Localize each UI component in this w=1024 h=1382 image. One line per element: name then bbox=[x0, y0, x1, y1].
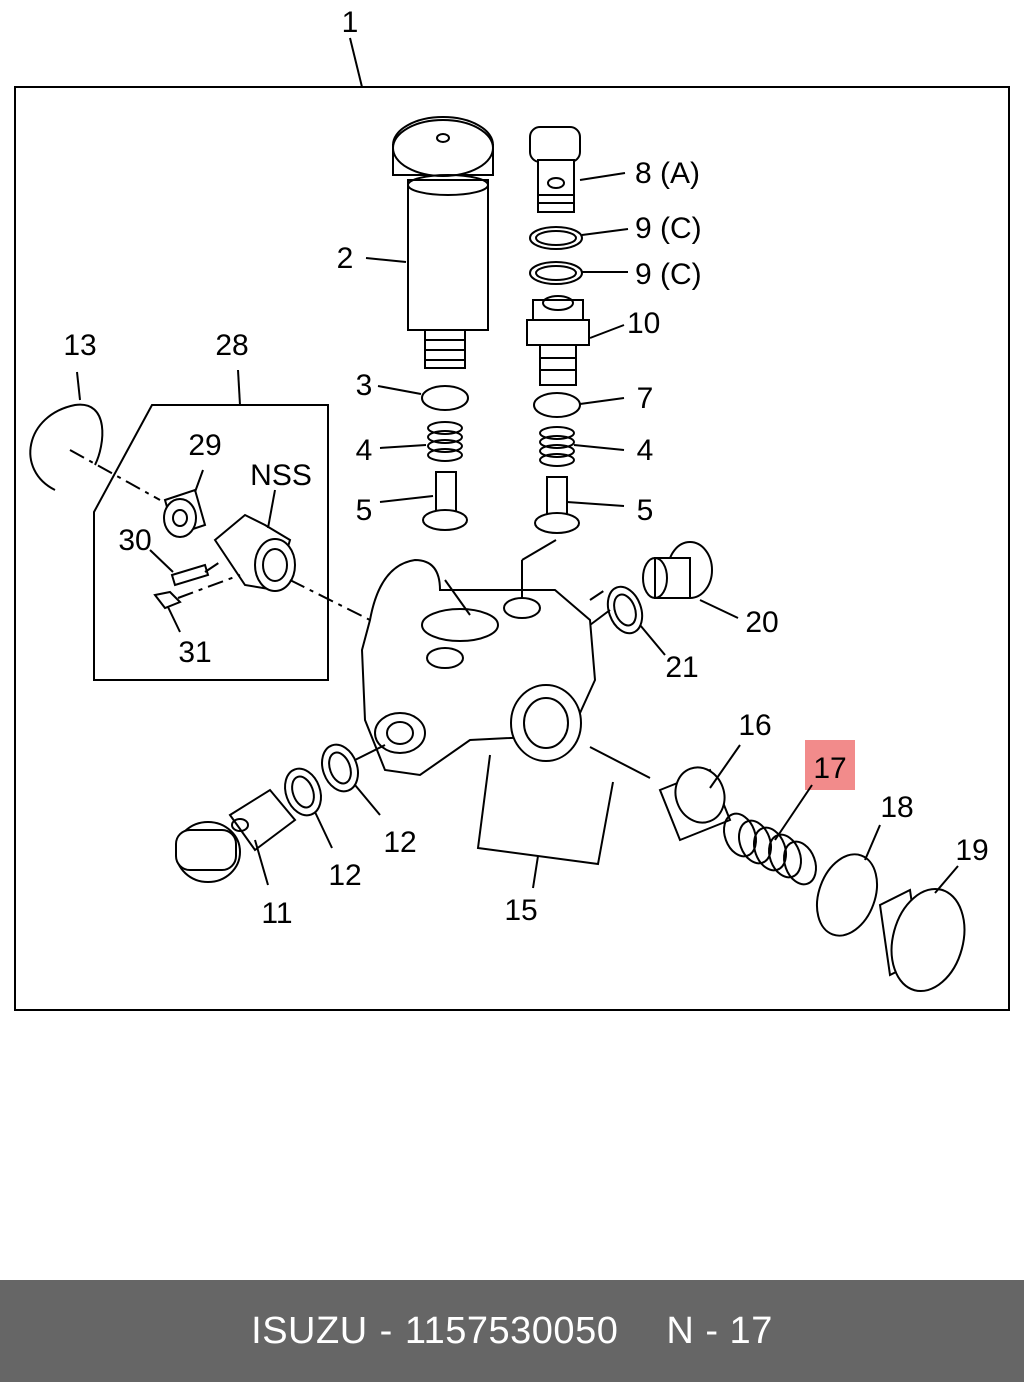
eye-bolt-11 bbox=[175, 788, 297, 883]
priming-pump bbox=[392, 116, 494, 369]
callout-29: 29 bbox=[188, 429, 221, 462]
callout-13: 13 bbox=[63, 329, 96, 362]
callout-20: 20 bbox=[745, 606, 778, 639]
callout-28: 28 bbox=[215, 329, 248, 362]
tappet-nss bbox=[213, 513, 296, 592]
callout-5-right: 5 bbox=[637, 494, 654, 527]
callout-nss: NSS bbox=[250, 459, 312, 492]
footer-brand: ISUZU bbox=[251, 1309, 368, 1352]
diagram-frame bbox=[14, 86, 1010, 1011]
callout-17: 17 bbox=[813, 752, 846, 785]
washer-9-upper bbox=[529, 226, 583, 250]
valve-5-left bbox=[422, 471, 468, 531]
connector-10 bbox=[526, 295, 590, 386]
washer-12-right bbox=[321, 743, 359, 793]
footer-bar: ISUZU - 1157530050 N - 17 bbox=[0, 1280, 1024, 1382]
o-ring-7 bbox=[533, 392, 581, 418]
callout-15: 15 bbox=[504, 894, 537, 927]
highlight-box bbox=[805, 740, 855, 790]
eye-bolt-8 bbox=[529, 126, 581, 213]
washer-12-left bbox=[284, 767, 322, 817]
callout-2: 2 bbox=[337, 242, 354, 275]
callout-7: 7 bbox=[637, 382, 654, 415]
footer-part-number: 1157530050 bbox=[404, 1309, 619, 1352]
callout-4-right: 4 bbox=[637, 434, 654, 467]
callout-19: 19 bbox=[955, 834, 988, 867]
snap-ring-13 bbox=[29, 403, 104, 491]
callout-12-left: 12 bbox=[328, 859, 361, 892]
callout-12-right: 12 bbox=[383, 826, 416, 859]
callout-30: 30 bbox=[118, 524, 151, 557]
o-ring-18 bbox=[816, 853, 878, 937]
valve-5-right bbox=[534, 476, 580, 534]
exploded-parts-diagram: 1 2 3 4 5 8 (A) 9 (C) 9 (C) 10 7 4 5 13 … bbox=[14, 6, 1010, 1011]
callout-31: 31 bbox=[178, 636, 211, 669]
callout-10: 10 bbox=[627, 307, 660, 340]
callout-1: 1 bbox=[342, 6, 359, 39]
footer-reference: N - 17 bbox=[666, 1309, 773, 1352]
callout-5-left: 5 bbox=[356, 494, 373, 527]
pin-30 bbox=[170, 563, 210, 587]
spring-4-right bbox=[539, 426, 575, 467]
washer-21 bbox=[606, 585, 644, 635]
roller-29 bbox=[163, 488, 207, 538]
callout-16: 16 bbox=[738, 709, 771, 742]
pump-body bbox=[360, 558, 597, 777]
callout-4-left: 4 bbox=[356, 434, 373, 467]
callout-8: 8 (A) bbox=[635, 157, 700, 190]
pin-31 bbox=[153, 590, 182, 610]
callout-3: 3 bbox=[356, 369, 373, 402]
callout-18: 18 bbox=[880, 791, 913, 824]
spring-4-left bbox=[427, 421, 463, 462]
plug-20 bbox=[642, 541, 713, 599]
o-ring-3 bbox=[421, 385, 469, 411]
callout-21: 21 bbox=[665, 651, 698, 684]
sleeve-16 bbox=[658, 766, 732, 842]
spring-17 bbox=[723, 812, 817, 886]
callout-11: 11 bbox=[261, 897, 292, 930]
footer-separator: - bbox=[379, 1309, 393, 1352]
plug-19 bbox=[878, 887, 966, 993]
subassembly-box bbox=[93, 404, 329, 681]
callout-9-upper: 9 (C) bbox=[635, 212, 702, 245]
callout-9-lower: 9 (C) bbox=[635, 258, 702, 291]
